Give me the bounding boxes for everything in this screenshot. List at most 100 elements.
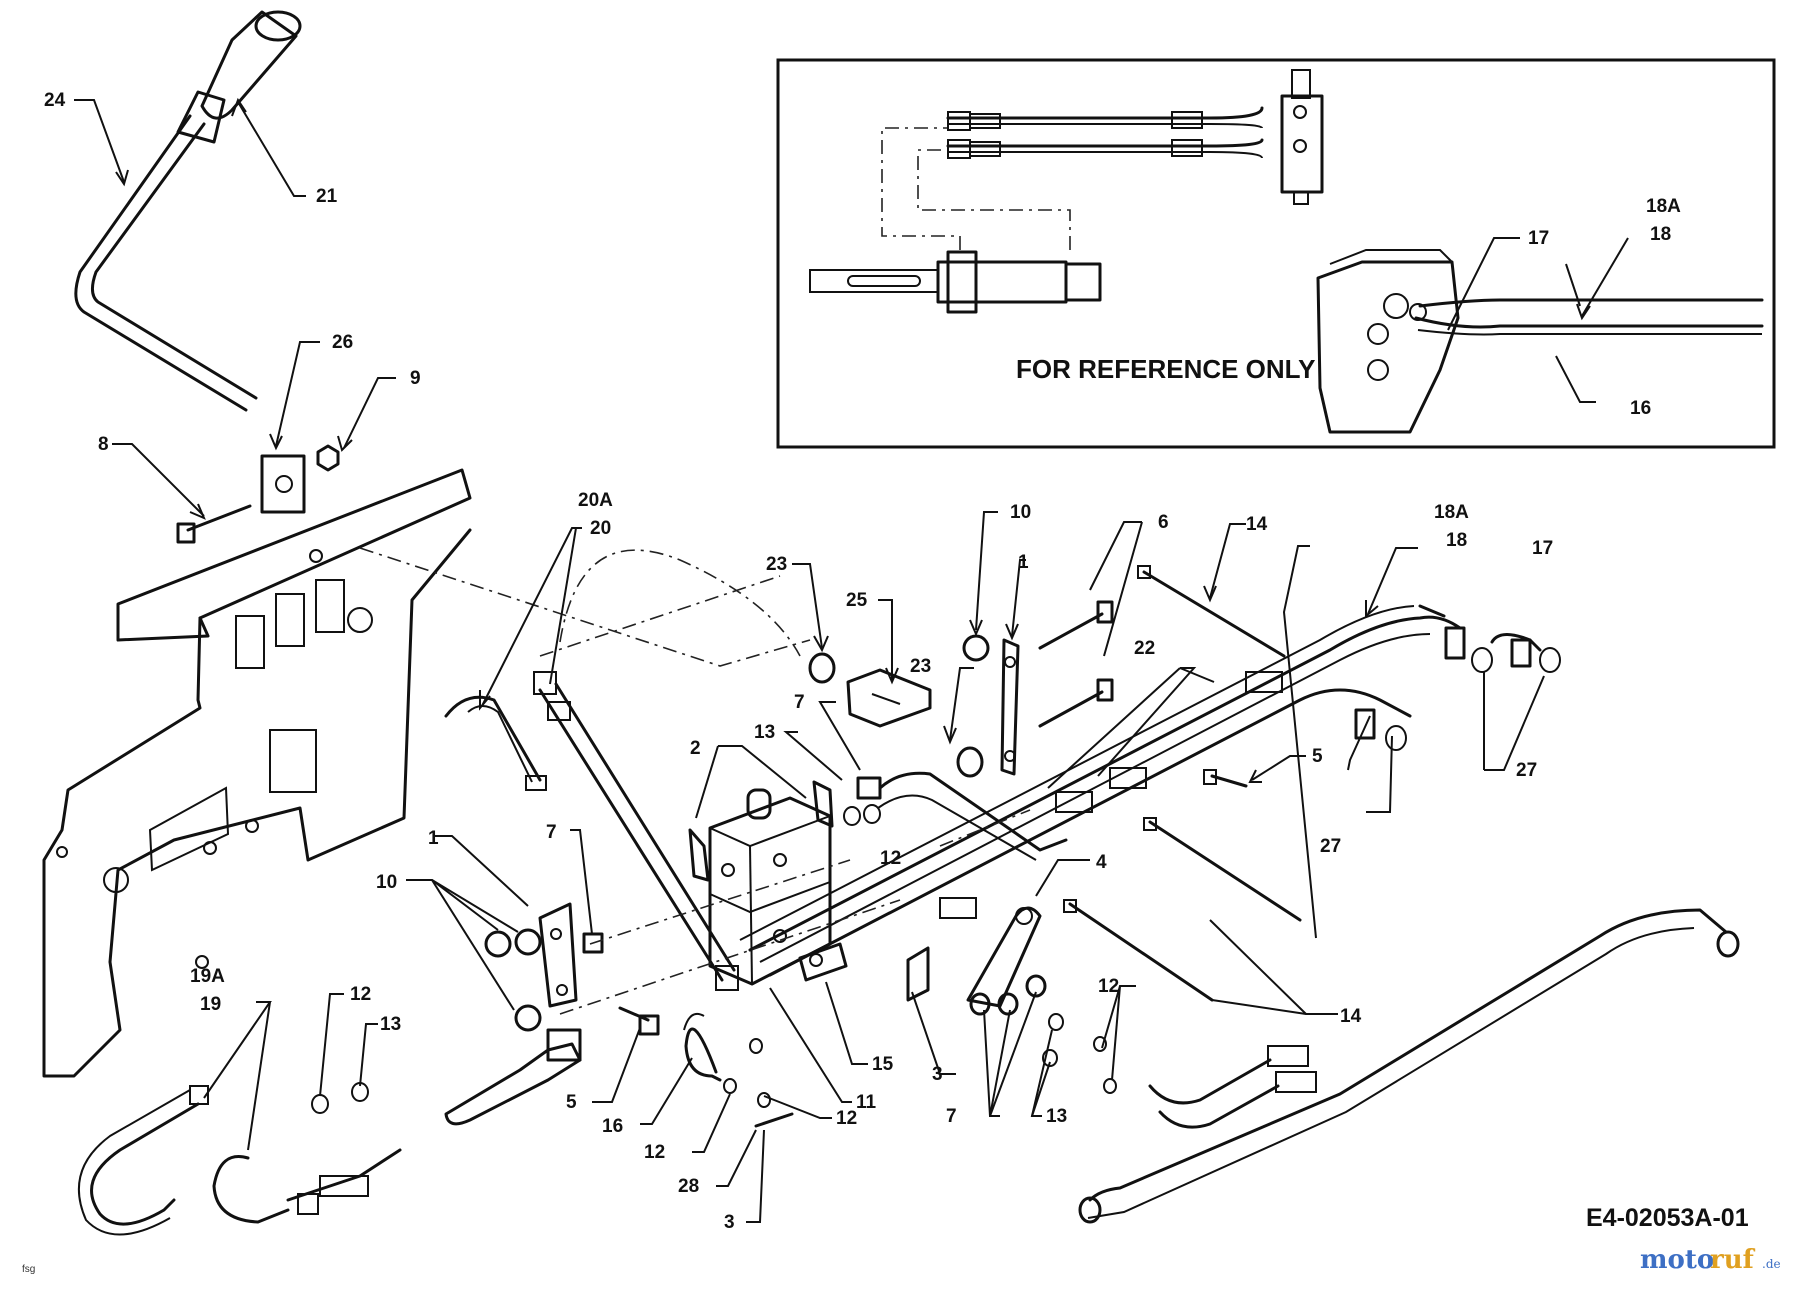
hose-20a <box>444 695 547 791</box>
callout-26: 26 <box>332 332 353 353</box>
callout-28: 28 <box>678 1176 699 1197</box>
callout-12-mid: 12 <box>880 848 901 869</box>
bolt-5-right <box>1203 769 1248 788</box>
callout-24: 24 <box>44 90 66 111</box>
inset-title: FOR REFERENCE ONLY <box>1016 354 1316 384</box>
callout-27-left: 27 <box>1320 836 1341 857</box>
clips-12-lower <box>1093 1036 1117 1094</box>
watermark-part2: ruf <box>1710 1245 1756 1275</box>
callout-16: 16 <box>602 1116 623 1137</box>
hose-pair-lower <box>1148 1045 1317 1129</box>
callout-7-lower: 7 <box>946 1106 957 1127</box>
inset-cylinder <box>809 250 1102 314</box>
bolt-8 <box>176 504 252 544</box>
callout-7-left: 7 <box>546 822 557 843</box>
bolt-7-left <box>582 932 604 954</box>
callout-13-lower: 13 <box>1046 1106 1067 1127</box>
corner-mark: fsg <box>22 1264 35 1275</box>
callout-8: 8 <box>98 434 109 455</box>
spacer-23 <box>808 652 984 778</box>
fitting-lower-left <box>444 1028 582 1126</box>
callout-6: 6 <box>1158 512 1169 533</box>
callout-14-top: 14 <box>1246 514 1268 535</box>
inset-label-16: 16 <box>1630 398 1651 419</box>
curved-tube <box>877 771 1068 861</box>
bolts-6 <box>1038 600 1114 728</box>
callout-22: 22 <box>1134 638 1155 659</box>
pivot-25 <box>846 668 932 728</box>
callout-2: 2 <box>690 738 701 759</box>
nuts-10-lower <box>484 928 542 1032</box>
callout-23-mid: 23 <box>910 656 931 677</box>
callout-labels: 24 21 26 9 8 20A 20 23 25 10 1 6 14 18A … <box>44 90 1553 1233</box>
bolts-7-lower <box>969 974 1047 1016</box>
callout-3-right: 3 <box>932 1064 943 1085</box>
nut-10-upper <box>962 634 990 662</box>
callout-9: 9 <box>410 368 421 389</box>
callout-10-top: 10 <box>1010 502 1031 523</box>
callout-15: 15 <box>872 1054 894 1075</box>
callout-10-left: 10 <box>376 872 397 893</box>
leader-lines <box>74 97 1545 1223</box>
bracket-1-upper <box>1000 638 1020 776</box>
inset-valve <box>1280 69 1324 205</box>
callout-27-right: 27 <box>1516 760 1537 781</box>
callout-21: 21 <box>316 186 338 207</box>
reference-inset: FOR REFERENCE ONLY 18A 18 17 16 <box>776 58 1776 449</box>
callout-23-top: 23 <box>766 554 787 575</box>
tie-strap-lower <box>1063 899 1214 1002</box>
arm-4 <box>966 906 1042 1008</box>
callout-5-right: 5 <box>1312 746 1323 767</box>
callout-12-left: 12 <box>350 984 371 1005</box>
callout-12-lower: 12 <box>1098 976 1119 997</box>
tube-18-lower <box>1078 908 1740 1224</box>
callout-17: 17 <box>1532 538 1553 559</box>
hose-16-lower <box>683 1012 722 1082</box>
hose-20 <box>533 671 739 991</box>
tie-strap-mid <box>1143 817 1302 922</box>
callout-1-top: 1 <box>1018 552 1029 573</box>
drawing-code: E4-02053A-01 <box>1586 1204 1749 1232</box>
inset-label-17: 17 <box>1528 228 1549 249</box>
callout-12-lower-right: 12 <box>836 1108 857 1129</box>
clips-12-28 <box>723 1038 794 1128</box>
bracket-1-lower <box>538 902 578 1008</box>
callout-20a: 20A <box>578 490 613 511</box>
callout-12-lower-left: 12 <box>644 1142 665 1163</box>
washers-13-lower <box>1042 1013 1064 1067</box>
nut-9 <box>316 444 340 472</box>
callout-25: 25 <box>846 590 868 611</box>
long-tubes <box>739 605 1462 977</box>
inset-pump <box>1316 249 1764 434</box>
inset-frame <box>776 58 1776 449</box>
watermark-suffix: .de <box>1762 1257 1781 1271</box>
fitting-15 <box>798 942 848 982</box>
callout-4: 4 <box>1096 852 1107 873</box>
callout-19: 19 <box>200 994 221 1015</box>
callout-5-lower: 5 <box>566 1092 577 1113</box>
callout-14-lower: 14 <box>1340 1006 1362 1027</box>
watermark-logo: moto ruf .de <box>1640 1245 1781 1275</box>
bolt-5-lower <box>618 1006 660 1036</box>
hose-19 <box>212 1148 402 1224</box>
callout-19a: 19A <box>190 966 225 987</box>
inset-label-18: 18 <box>1650 224 1671 245</box>
callout-7-mid: 7 <box>794 692 805 713</box>
shift-lever <box>74 10 306 514</box>
callout-11: 11 <box>856 1092 877 1113</box>
callout-3-lower: 3 <box>724 1212 735 1233</box>
callout-13-left: 13 <box>380 1014 401 1035</box>
callout-1-left: 1 <box>428 828 439 849</box>
callout-13-mid: 13 <box>754 722 775 743</box>
inset-label-18a: 18A <box>1646 196 1681 217</box>
tie-strap-upper <box>1137 565 1286 658</box>
watermark-part1: moto <box>1640 1245 1714 1275</box>
frame-plate <box>42 468 472 1078</box>
fittings-7-13-upper <box>843 776 882 826</box>
callout-18: 18 <box>1446 530 1467 551</box>
inset-hoses <box>946 106 1264 159</box>
callout-20: 20 <box>590 518 611 539</box>
hose-19a <box>77 1085 209 1236</box>
fittings-17-27 <box>1354 604 1561 751</box>
